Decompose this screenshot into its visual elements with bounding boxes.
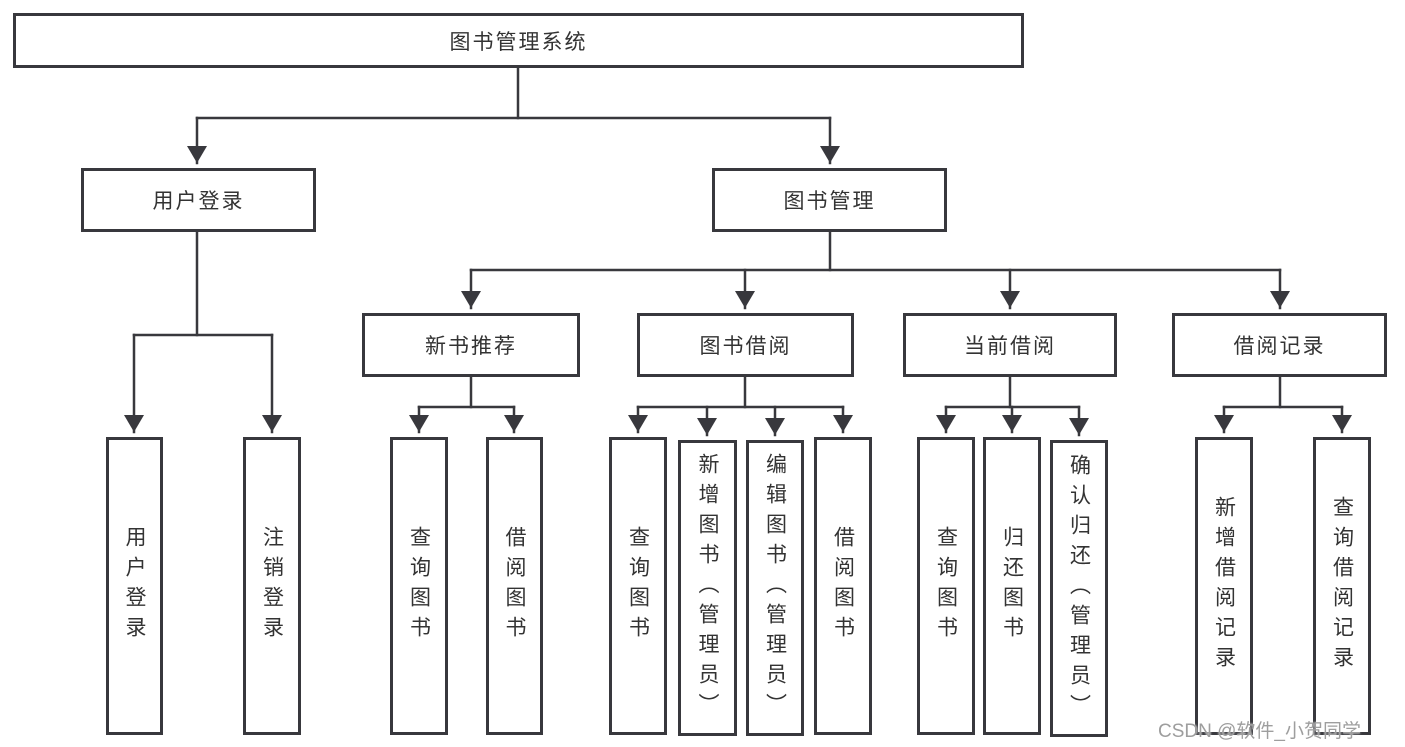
connector-current-borrow-to-leaves <box>936 375 1089 437</box>
connector-borrow-records-to-leaves <box>1214 375 1352 434</box>
leaf-return-book: 归还图书 <box>983 437 1041 735</box>
connector-root-to-level2 <box>187 64 840 165</box>
leaf-borrow-books: 借阅图书 <box>814 437 872 735</box>
connector-book-management-to-level3 <box>461 230 1290 310</box>
leaf-query-borrow-record: 查询借阅记录 <box>1313 437 1371 735</box>
connector-book-borrow-to-leaves <box>628 375 853 437</box>
node-book-management: 图书管理 <box>712 168 947 232</box>
leaf-confirm-return-admin: 确认归还（管理员） <box>1050 440 1108 737</box>
node-root-library-system: 图书管理系统 <box>13 13 1024 68</box>
leaf-add-borrow-record: 新增借阅记录 <box>1195 437 1253 735</box>
leaf-borrow-query-books: 查询图书 <box>609 437 667 735</box>
node-borrow-records: 借阅记录 <box>1172 313 1387 377</box>
leaf-edit-book-admin: 编辑图书（管理员） <box>746 440 804 736</box>
node-new-book-recommend: 新书推荐 <box>362 313 580 377</box>
connector-user-login-to-leaves <box>124 230 282 434</box>
leaf-add-book-admin: 新增图书（管理员） <box>678 440 737 736</box>
leaf-current-query-books: 查询图书 <box>917 437 975 735</box>
leaf-recommend-borrow-books: 借阅图书 <box>486 437 543 735</box>
connector-new-book-recommend-to-leaves <box>409 375 524 434</box>
watermark: CSDN @软件_小贺同学 <box>1158 721 1361 742</box>
node-user-login: 用户登录 <box>81 168 316 232</box>
node-current-borrow: 当前借阅 <box>903 313 1117 377</box>
leaf-recommend-query-books: 查询图书 <box>390 437 448 735</box>
leaf-user-login: 用户登录 <box>106 437 163 735</box>
node-book-borrow: 图书借阅 <box>637 313 854 377</box>
leaf-logout: 注销登录 <box>243 437 301 735</box>
